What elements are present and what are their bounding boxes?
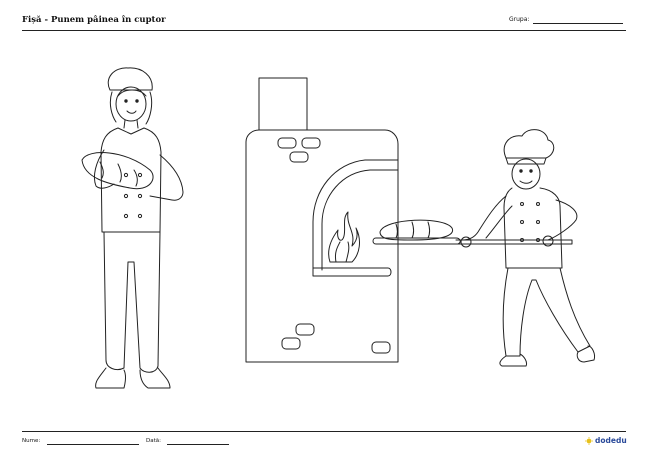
group-input-line[interactable] [533, 23, 623, 24]
footer-divider [22, 431, 626, 432]
name-input-line[interactable] [47, 444, 139, 445]
baker-holding-bread [81, 67, 184, 389]
header-divider [22, 30, 626, 31]
worksheet-title: Fișă - Punem pâinea în cuptor [22, 15, 166, 25]
brand-name: dodedu [595, 436, 627, 445]
date-input-line[interactable] [167, 444, 229, 445]
baker-with-peel-and-loaf [372, 129, 595, 367]
brick-oven-with-fire [245, 77, 399, 363]
sun-icon [585, 436, 593, 445]
group-label: Grupa: [509, 16, 530, 23]
date-label: Dată: [146, 438, 161, 444]
name-label: Nume: [22, 438, 41, 444]
brand-logo: dodedu [585, 436, 627, 445]
